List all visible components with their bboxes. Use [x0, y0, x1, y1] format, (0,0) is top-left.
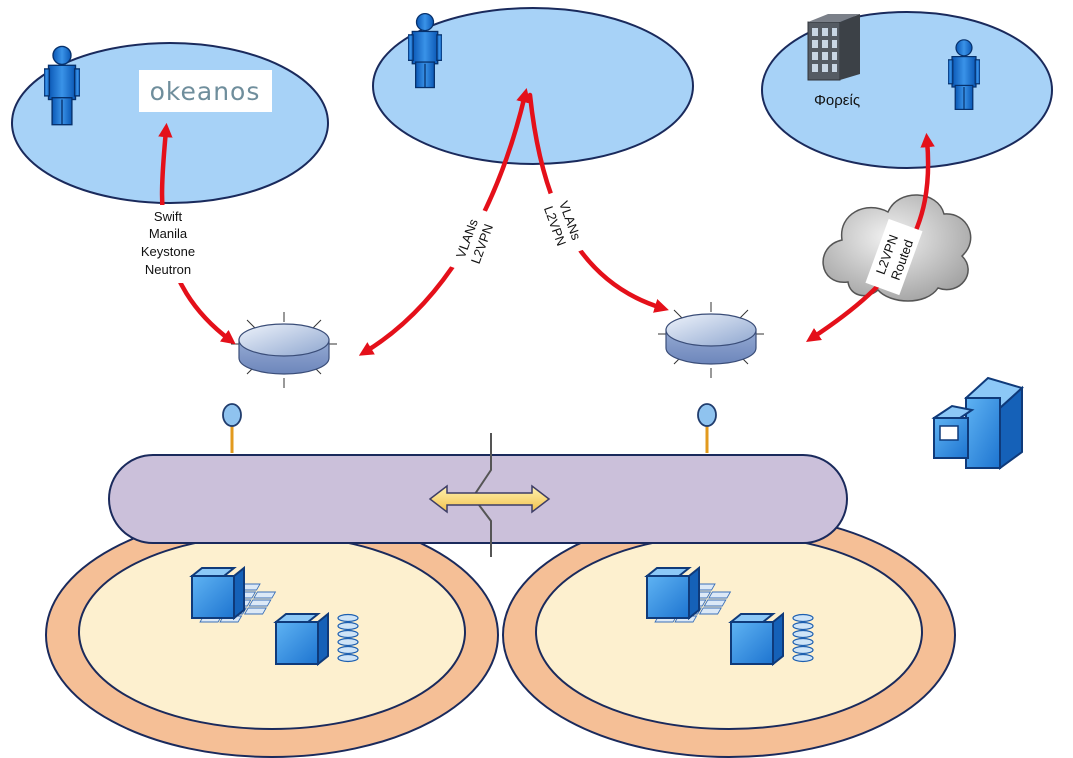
- link-label-cloud: L2VPN Routed: [865, 218, 923, 296]
- building-icon: [807, 14, 860, 81]
- link-label-okeanos: Swift Manila Keystone Neutron: [125, 205, 211, 283]
- connection-pin-right: [696, 402, 718, 454]
- svg-text:okeanos: okeanos: [150, 77, 261, 106]
- link-label-center-right: VLANs L2VPN: [535, 186, 591, 260]
- link-label-center-left: VLANs L2VPN: [446, 204, 502, 278]
- svg-text:Keystone: Keystone: [141, 244, 195, 259]
- site-organizations: [761, 11, 1053, 169]
- router-left: [230, 311, 338, 389]
- router-right: [657, 301, 765, 379]
- datacenter-left: [45, 512, 499, 758]
- okeanos-logo: okeanos: [139, 70, 272, 112]
- datacenter-right: [502, 512, 956, 758]
- svg-text:Manila: Manila: [149, 226, 188, 241]
- svg-text:Neutron: Neutron: [145, 262, 191, 277]
- organizations-label: Φορείς: [814, 92, 860, 109]
- svg-text:Swift: Swift: [154, 209, 183, 224]
- bidirectional-arrow: [428, 484, 551, 514]
- computer-icon: [931, 376, 1024, 470]
- connection-pin-left: [221, 402, 243, 454]
